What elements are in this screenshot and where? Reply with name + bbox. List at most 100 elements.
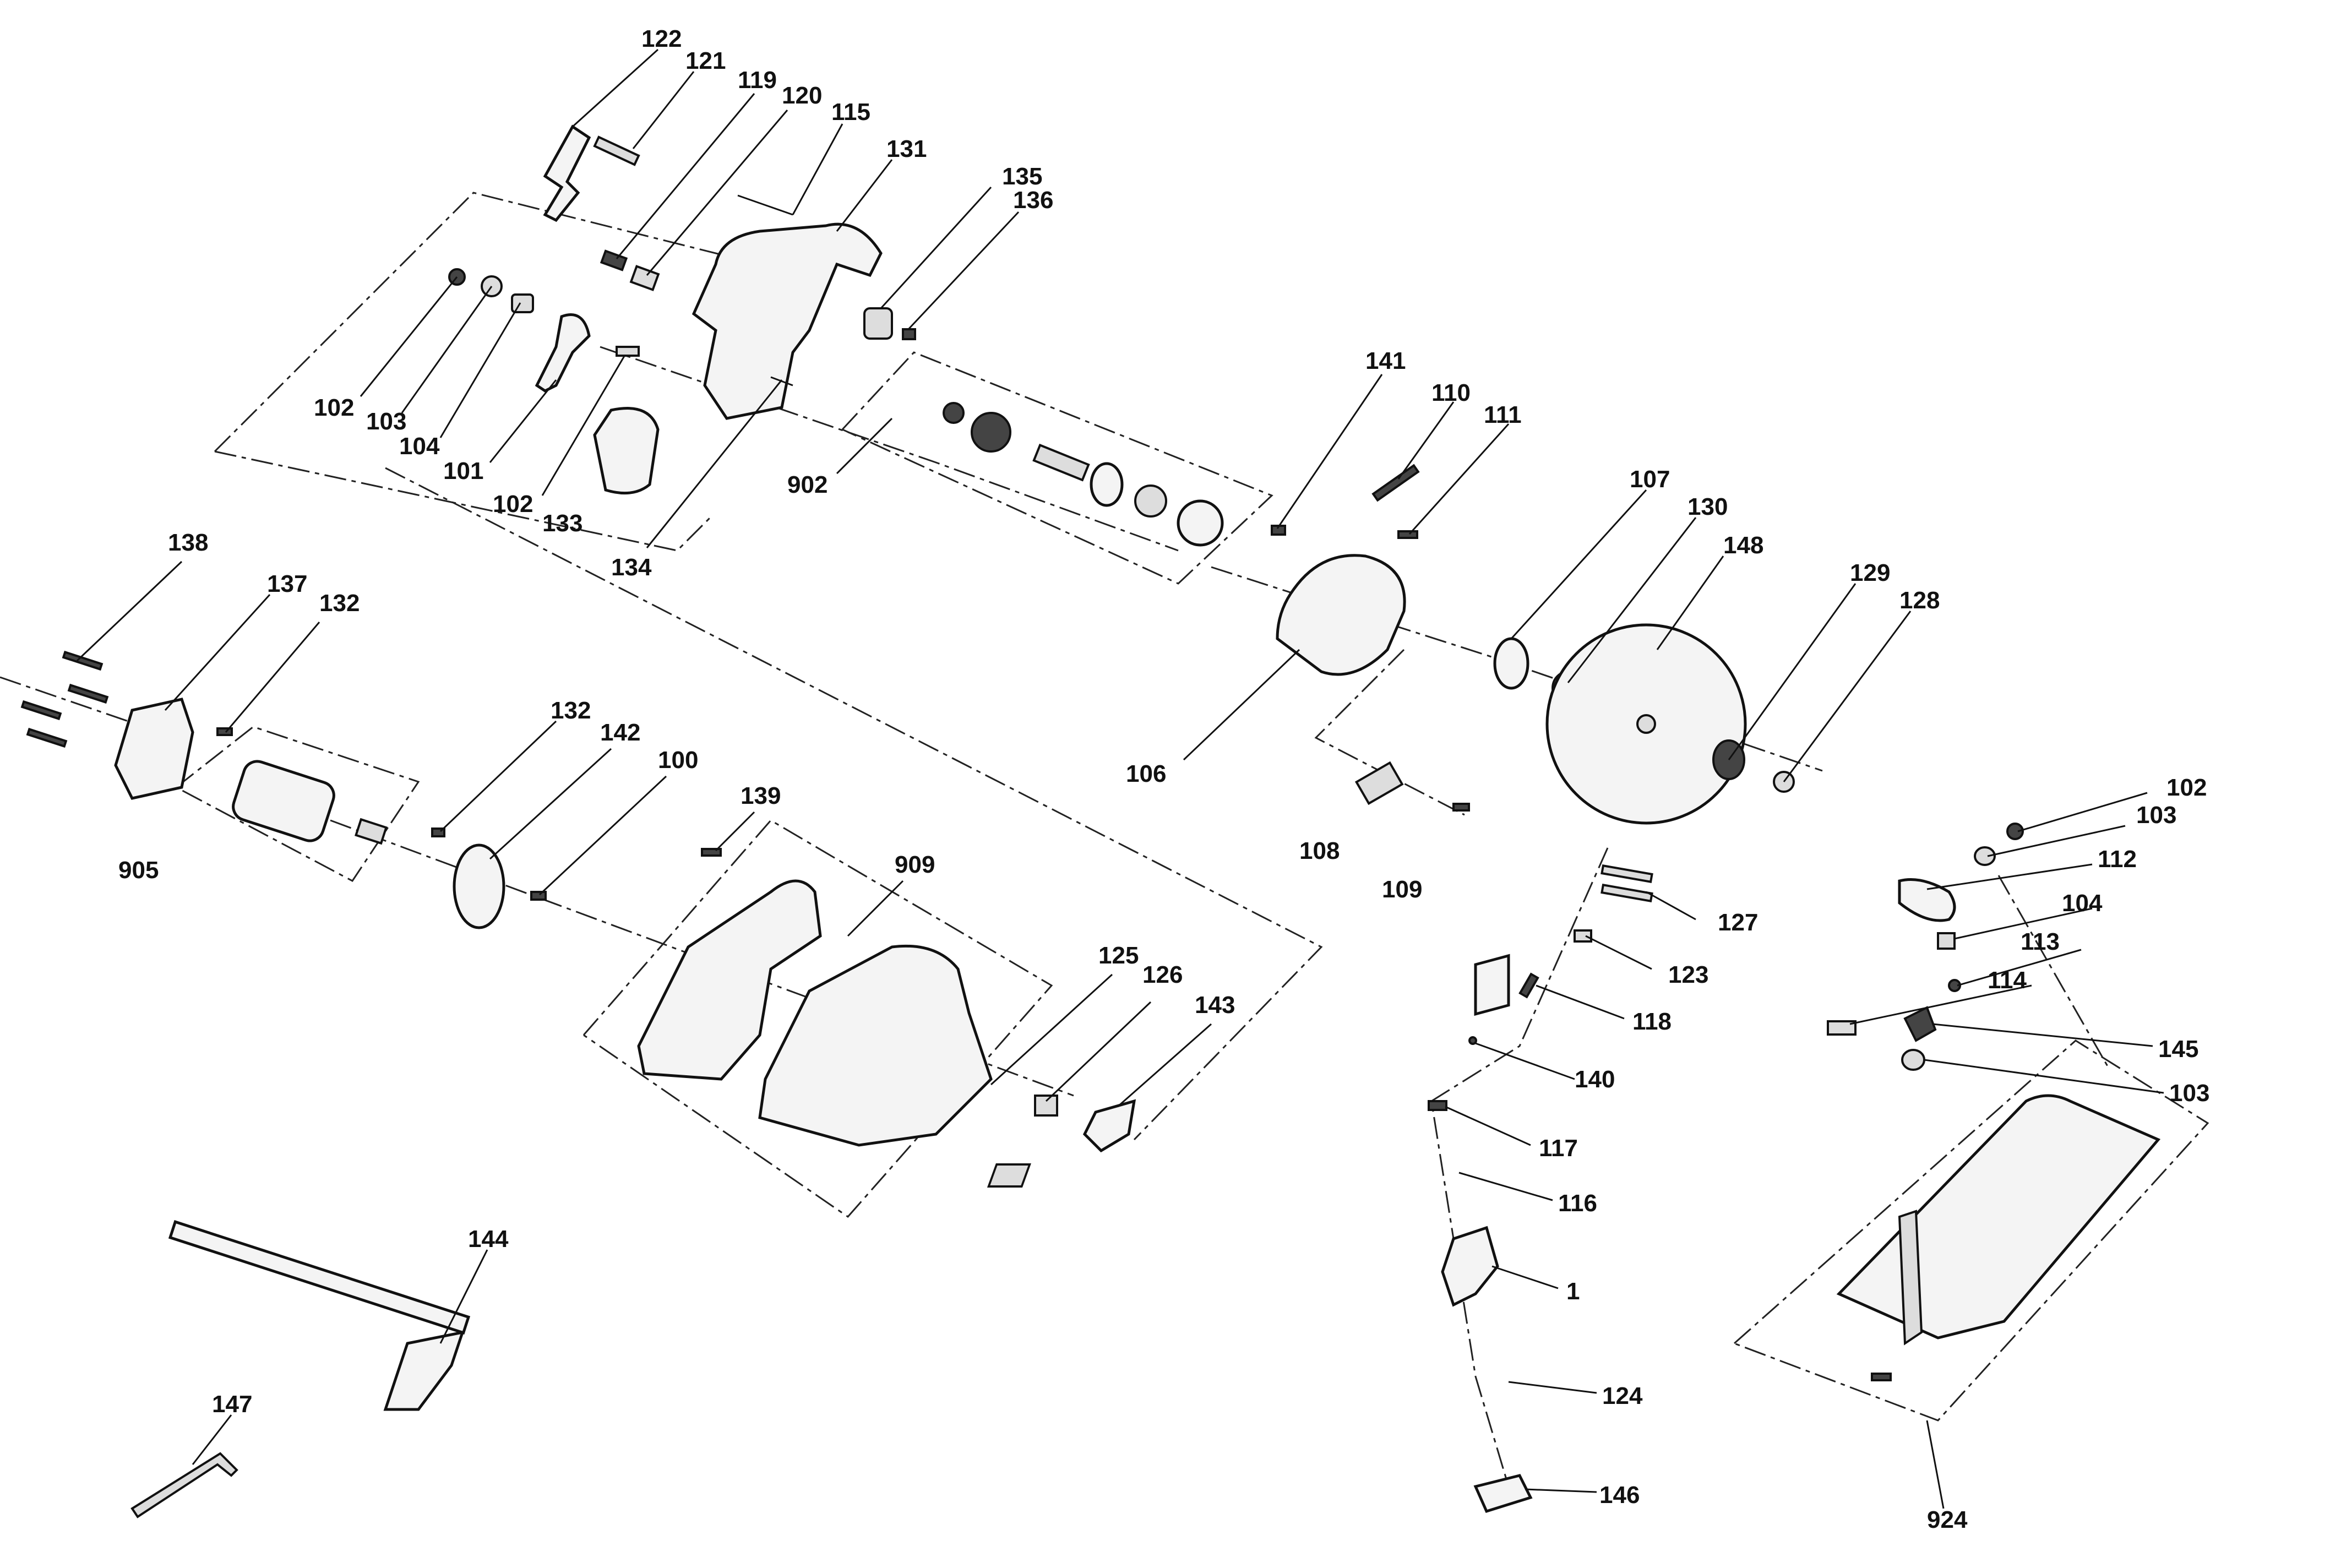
- callout-102c: 102: [2166, 774, 2207, 801]
- leader-113: [1957, 949, 2082, 987]
- leader-120: [646, 110, 788, 276]
- depth-lever-part-101: [535, 313, 591, 393]
- label-plate-part-124: [1474, 954, 1510, 1016]
- upper-housing-group-outline-lower: [214, 450, 711, 552]
- leader-124: [1508, 1381, 1597, 1394]
- leader-128: [1783, 611, 1912, 782]
- callout-119: 119: [738, 67, 777, 94]
- leader-102b: [541, 355, 626, 496]
- leader-104b: [1954, 907, 2093, 940]
- rip-fence-guide-part-144b: [383, 1330, 465, 1411]
- screw-part-111: [1397, 530, 1418, 539]
- callout-110: 110: [1431, 379, 1471, 406]
- leader-141: [1276, 374, 1383, 529]
- lock-lever-part-122: [543, 124, 591, 222]
- callout-120: 120: [782, 82, 822, 109]
- dust-port-part-133: [593, 407, 660, 495]
- callout-112: 112: [2098, 846, 2137, 873]
- leader-111: [1408, 423, 1510, 535]
- pin-part-115: [737, 194, 793, 216]
- blade-guard-sub-axis: [1314, 649, 1465, 816]
- leader-142: [489, 748, 612, 860]
- callout-121: 121: [685, 47, 726, 74]
- callout-126: 126: [1142, 961, 1183, 988]
- leader-121: [632, 71, 695, 149]
- leader-134: [646, 379, 783, 548]
- pin-part-127b: [1600, 883, 1653, 903]
- gear-part-902b: [971, 412, 1011, 453]
- leader-114: [1849, 984, 2032, 1025]
- lower-blade-guard-part-106: [1276, 554, 1406, 676]
- leader-125: [990, 973, 1113, 1086]
- callout-102a: 102: [314, 394, 354, 421]
- callout-106: 106: [1126, 760, 1166, 787]
- leader-106: [1183, 649, 1300, 761]
- leader-902: [836, 417, 893, 475]
- screw-part-138a: [62, 650, 104, 671]
- callout-123: 123: [1668, 961, 1708, 988]
- callout-103b: 103: [2136, 802, 2176, 829]
- housing-group-909-outline: [582, 819, 1053, 1218]
- callout-138: 138: [168, 529, 208, 556]
- leader-132a: [225, 622, 320, 733]
- leader-101: [489, 379, 557, 463]
- callout-924: 924: [1927, 1506, 1968, 1533]
- leader-1: [1491, 1265, 1559, 1289]
- callout-102b: 102: [493, 491, 533, 518]
- rip-fence-bar-part-144: [168, 1220, 471, 1335]
- callout-122: 122: [641, 25, 682, 52]
- callout-909: 909: [895, 851, 935, 878]
- callout-905: 905: [118, 857, 159, 884]
- cover-part-143: [1082, 1099, 1136, 1153]
- bearing-part-902a: [943, 402, 965, 424]
- spindle-part-902c: [1032, 443, 1090, 482]
- callout-114: 114: [1988, 967, 2027, 994]
- callout-labels: 122 121 119 120 115 131 135 136 102 103 …: [118, 25, 2209, 1533]
- leader-102a: [360, 276, 458, 397]
- bevel-knob-part-112: [1898, 878, 1956, 922]
- leader-140: [1475, 1042, 1575, 1080]
- callout-136: 136: [1013, 187, 1053, 214]
- leader-139: [715, 811, 755, 852]
- callout-101: 101: [443, 458, 483, 484]
- clip-part-123: [1574, 929, 1592, 943]
- terminal-block-part-146: [1473, 1474, 1533, 1513]
- leader-103b: [1987, 825, 2126, 857]
- callout-134: 134: [611, 554, 652, 581]
- callout-142: 142: [600, 719, 640, 746]
- leader-131: [836, 159, 893, 232]
- leader-119: [616, 93, 755, 259]
- gear-housing-part-902f: [1177, 499, 1224, 547]
- spring-part-110: [1371, 464, 1420, 502]
- callout-104a: 104: [399, 433, 440, 460]
- callout-107: 107: [1630, 466, 1670, 493]
- leader-126: [1045, 1001, 1152, 1102]
- screw-part-138b: [67, 683, 109, 704]
- callout-1: 1: [1566, 1278, 1580, 1305]
- ball-part-140: [1468, 1036, 1477, 1045]
- callout-125: 125: [1098, 942, 1139, 969]
- parts: [20, 124, 2161, 1518]
- callout-902: 902: [787, 471, 828, 498]
- screw-part-100: [530, 891, 547, 901]
- callout-145: 145: [2158, 1036, 2198, 1063]
- main-axis-line-1: [600, 346, 1179, 552]
- callout-104b: 104: [2062, 890, 2103, 917]
- bearing-part-902e: [1134, 484, 1167, 518]
- callout-147: 147: [212, 1391, 252, 1418]
- callout-132a: 132: [319, 590, 360, 617]
- callout-124: 124: [1602, 1382, 1643, 1409]
- callout-143: 143: [1195, 992, 1235, 1019]
- callout-113: 113: [2021, 928, 2060, 955]
- leader-112: [1926, 863, 2093, 890]
- callout-148: 148: [1723, 532, 1763, 559]
- upper-guard-housing-part-131: [692, 222, 883, 420]
- screw-part-132a: [216, 727, 233, 736]
- leader-130: [1567, 517, 1697, 683]
- spring-part-117: [1428, 1100, 1447, 1111]
- leader-135: [880, 186, 992, 309]
- callout-130: 130: [1687, 493, 1728, 520]
- leader-103c: [1924, 1059, 2164, 1094]
- right-housing-part-909b: [758, 944, 993, 1147]
